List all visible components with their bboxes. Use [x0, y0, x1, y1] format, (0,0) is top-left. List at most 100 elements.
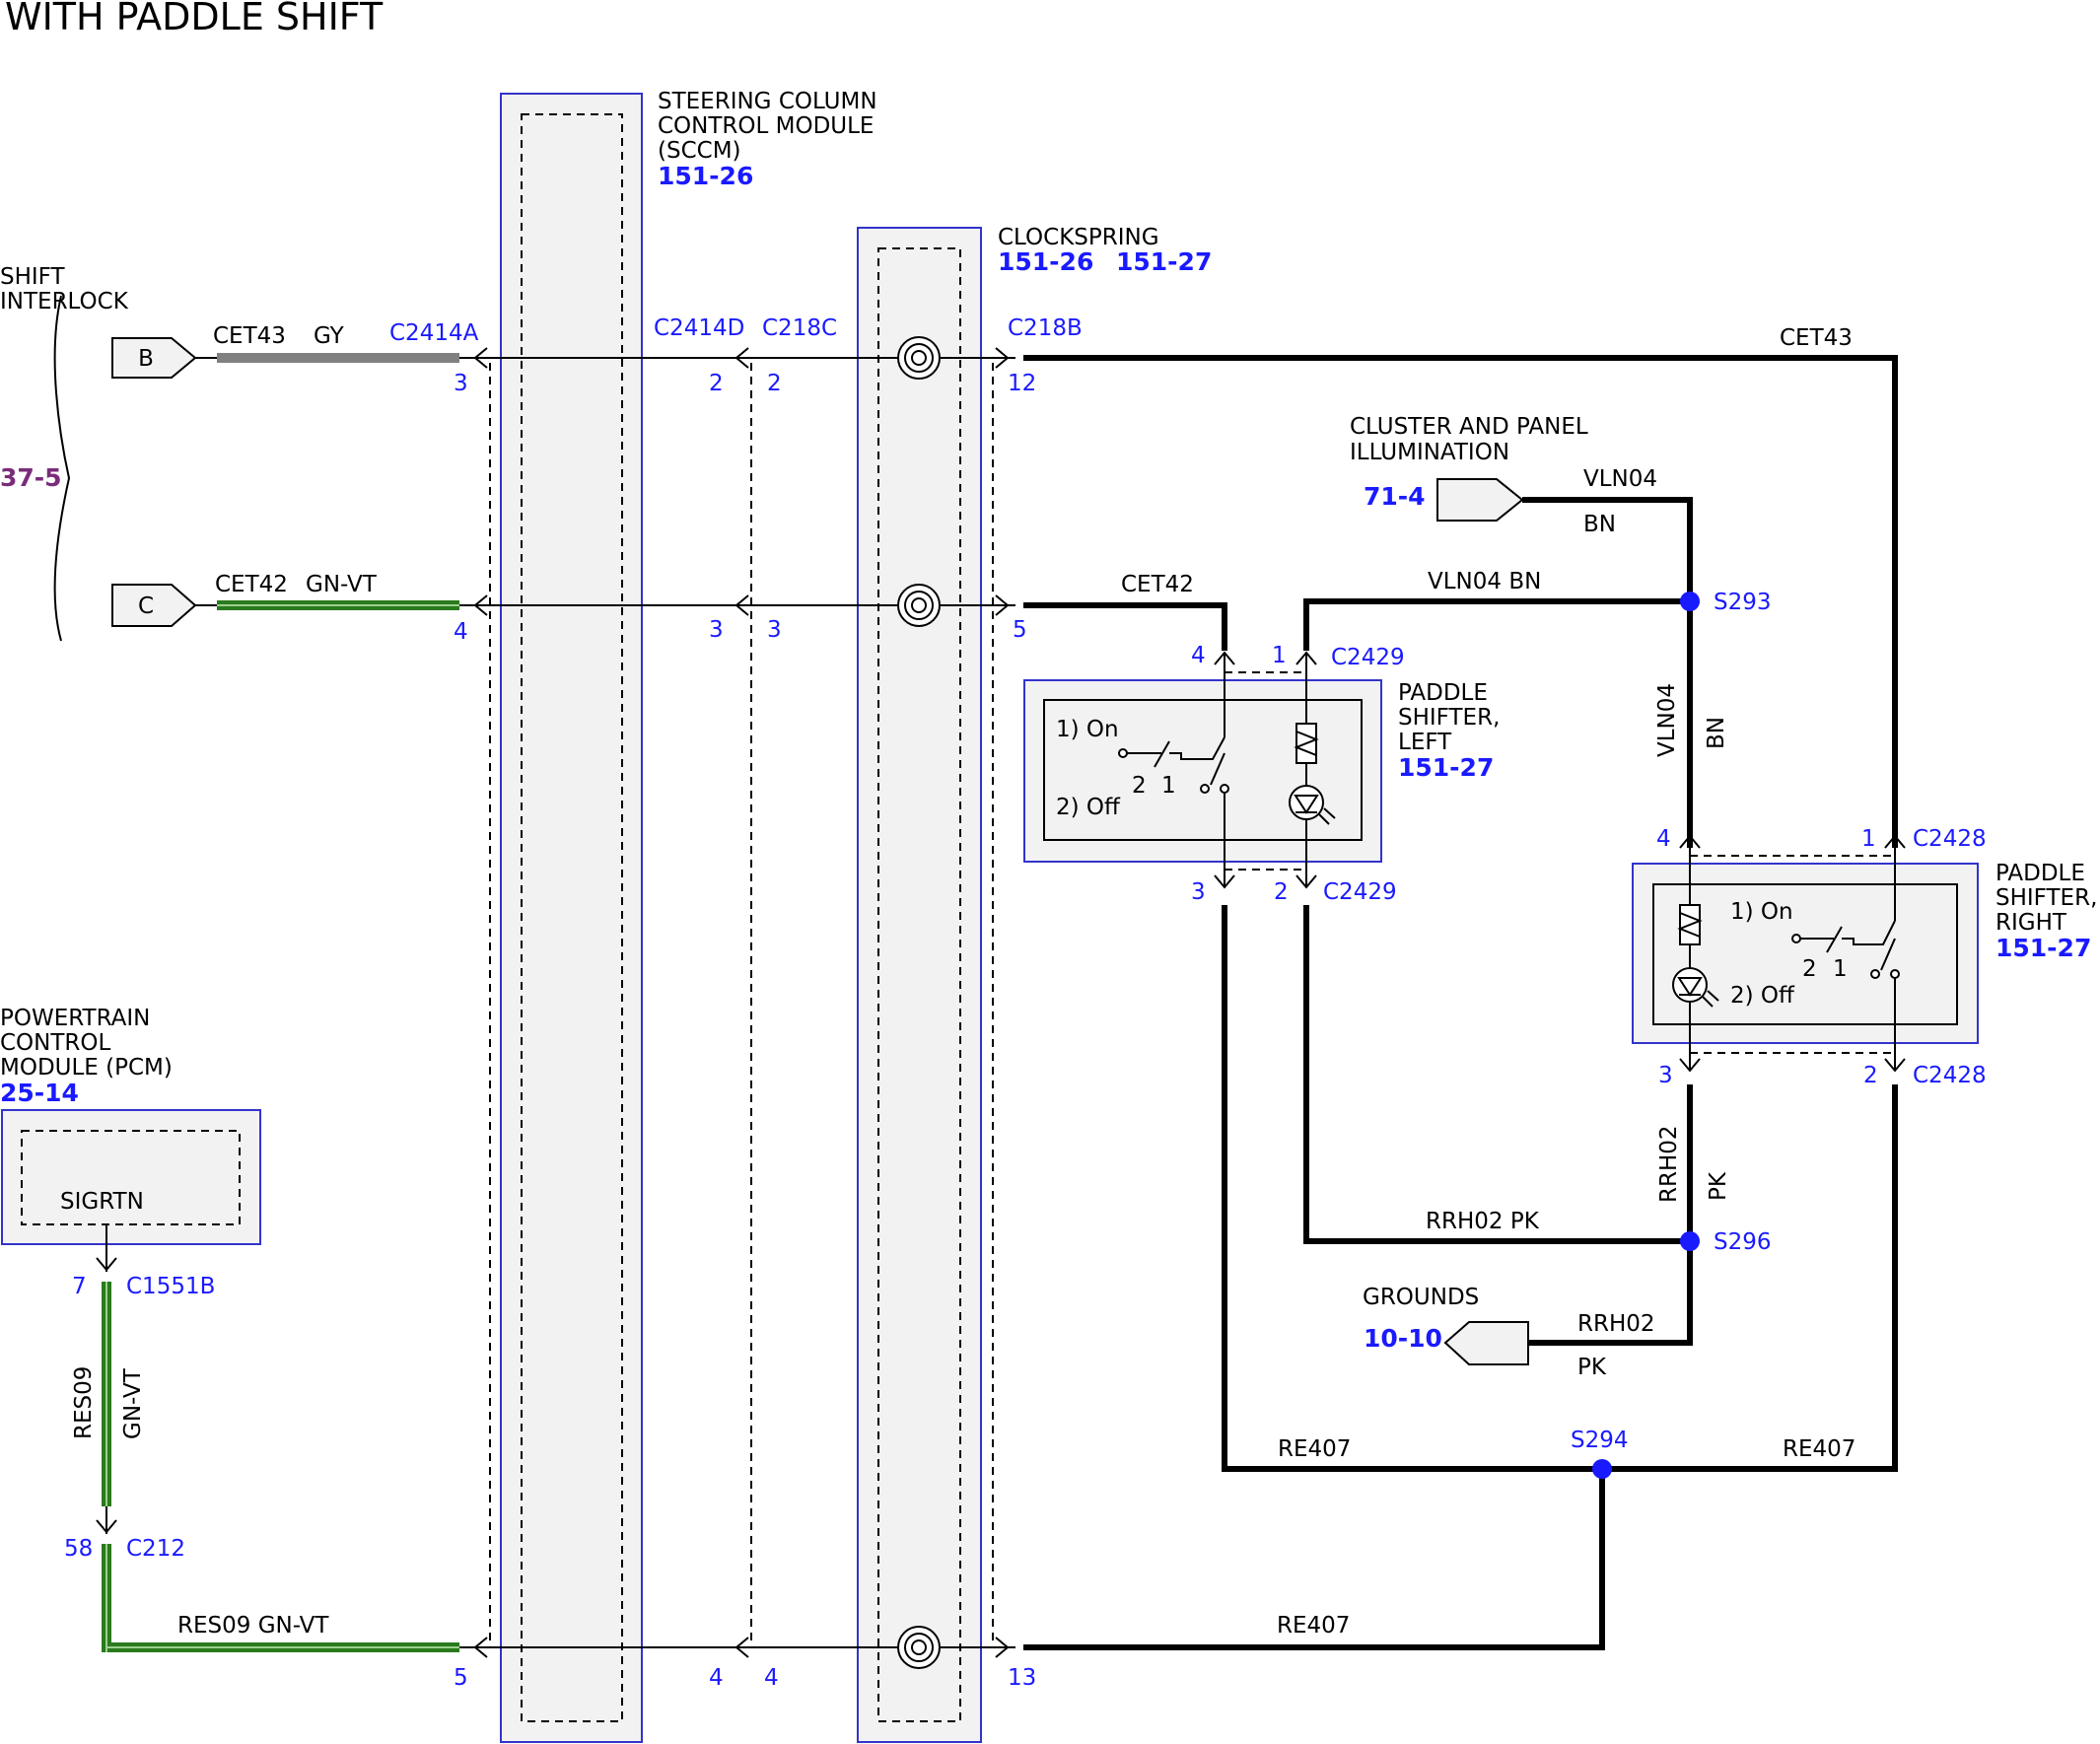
shift-interlock-ref-link[interactable]: 37-5	[0, 463, 62, 492]
pin-left-2: 2	[1274, 879, 1289, 905]
arrow-icon	[995, 594, 1010, 616]
connector-c212[interactable]: C212	[126, 1536, 185, 1562]
connector-c2428-bottom[interactable]: C2428	[1913, 1063, 1987, 1088]
paddle-left-ref-link[interactable]: 151-27	[1398, 753, 1494, 782]
pcm-ref-link[interactable]: 25-14	[0, 1079, 79, 1107]
paddle-right-name-1: PADDLE	[1995, 861, 2085, 886]
wire-rrh02-pk[interactable]	[1303, 905, 1690, 1244]
connector-c218c[interactable]: C218C	[762, 315, 837, 341]
paddle-right-sw2: 2	[1802, 956, 1817, 982]
wire-re407[interactable]	[1222, 905, 1898, 1472]
connector-c218b[interactable]: C218B	[1008, 315, 1083, 341]
wire-label-rrh02-vert: RRH02	[1656, 1125, 1682, 1203]
pin-c218b-5: 5	[1013, 617, 1027, 643]
clockspring-name: CLOCKSPRING	[998, 225, 1159, 250]
wire-rrh02[interactable]	[1548, 1084, 1693, 1346]
clockspring-ref1-link[interactable]: 151-26	[998, 247, 1093, 276]
splice-s294[interactable]	[1592, 1459, 1612, 1479]
cluster-illum-name-1: CLUSTER AND PANEL	[1350, 414, 1588, 440]
shift-interlock-name-1: SHIFT	[0, 264, 66, 290]
wire-cet42-right[interactable]	[1023, 602, 1227, 651]
connector-c2428-top[interactable]: C2428	[1913, 826, 1987, 852]
paddle-left-sw1: 1	[1161, 773, 1176, 799]
wire-label-vln04-vert: VLN04	[1654, 683, 1680, 757]
arrow-icon	[473, 1637, 488, 1658]
wire-label-vln04-bn: VLN04 BN	[1428, 569, 1541, 594]
sccm-name-2: CONTROL MODULE	[658, 113, 874, 139]
shift-interlock-brace	[53, 295, 71, 642]
paddle-shifter-right[interactable]	[1632, 863, 1979, 1044]
wire-label-re407-right: RE407	[1783, 1436, 1855, 1462]
shift-interlock-pin-c[interactable]: C	[111, 584, 197, 627]
wire-label-rrh02-gnd: RRH02	[1577, 1311, 1655, 1337]
pin-c2414d-2: 2	[709, 371, 724, 396]
splice-s296[interactable]	[1680, 1231, 1700, 1251]
arrow-icon	[96, 1519, 117, 1534]
wire-label-re407-left: RE407	[1278, 1436, 1351, 1462]
wire-label-pk-gnd: PK	[1577, 1355, 1607, 1380]
paddle-left-name-3: LEFT	[1398, 730, 1452, 755]
paddle-right-on-label: 1) On	[1730, 899, 1793, 925]
grounds-name: GROUNDS	[1363, 1285, 1479, 1310]
switch-icon	[1791, 866, 1900, 1051]
wire-label-cet43: CET43	[213, 323, 286, 349]
pin-c218b-12: 12	[1008, 371, 1036, 396]
switch-icon	[1118, 682, 1229, 868]
pin-c2414d-3: 3	[709, 617, 724, 643]
pcm-name-1: POWERTRAIN	[0, 1006, 150, 1031]
cluster-illum-name-2: ILLUMINATION	[1350, 440, 1509, 465]
paddle-right-name-2: SHIFTER,	[1995, 885, 2097, 911]
pcm-name-2: CONTROL	[0, 1030, 111, 1056]
wire-label-gnvt-vert: GN-VT	[120, 1367, 146, 1439]
splice-s293[interactable]	[1680, 592, 1700, 611]
splice-label-s293: S293	[1714, 590, 1772, 615]
svg-text:C: C	[138, 593, 154, 619]
connector-c1551b[interactable]: C1551B	[126, 1274, 215, 1299]
clockspring-coil-icon	[897, 1626, 941, 1669]
wire-label-rrh02-pk: RRH02 PK	[1426, 1209, 1540, 1234]
connector-c2429-top[interactable]: C2429	[1331, 645, 1405, 670]
wire-label-cet43-right: CET43	[1780, 325, 1853, 351]
sccm-module[interactable]	[500, 93, 643, 1743]
grounds-connector[interactable]	[1443, 1321, 1529, 1365]
clockspring-coil-icon	[897, 336, 941, 380]
wire-label-re407-bottom: RE407	[1277, 1613, 1350, 1639]
clockspring-ref2-link[interactable]: 151-27	[1116, 247, 1212, 276]
connector-c2414d[interactable]: C2414D	[654, 315, 744, 341]
sccm-ref-link[interactable]: 151-26	[658, 162, 753, 190]
wire-vln04-bn[interactable]	[1303, 598, 1690, 651]
wire-vln04[interactable]	[1522, 497, 1693, 848]
wire-label-res09-gnvt: RES09 GN-VT	[177, 1613, 329, 1639]
wire-re407-bottom[interactable]	[1023, 1469, 1605, 1650]
cluster-illum-connector[interactable]	[1436, 478, 1524, 522]
pin-c218b-13: 13	[1008, 1665, 1036, 1691]
splice-label-s296: S296	[1714, 1229, 1772, 1255]
pin-left-3: 3	[1191, 879, 1206, 905]
paddle-right-sw1: 1	[1833, 956, 1848, 982]
arrow-icon	[995, 1637, 1010, 1658]
wire-label-vln04: VLN04	[1583, 466, 1657, 492]
shift-interlock-pin-b[interactable]: B	[111, 337, 197, 379]
pcm-name-3: MODULE (PCM)	[0, 1055, 173, 1081]
pin-c218c-3: 3	[767, 617, 782, 643]
connector-c2429-bottom[interactable]: C2429	[1323, 879, 1397, 905]
paddle-right-ref-link[interactable]: 151-27	[1995, 934, 2091, 962]
clockspring-module[interactable]	[857, 227, 982, 1743]
grounds-ref-link[interactable]: 10-10	[1364, 1324, 1442, 1353]
connector-c2414a[interactable]: C2414A	[389, 320, 479, 346]
wire-cet43-right[interactable]	[1023, 355, 1898, 848]
wire-label-cet42-right: CET42	[1121, 572, 1194, 597]
pcm-module[interactable]	[1, 1109, 261, 1245]
pin-right-4: 4	[1656, 826, 1671, 852]
diagram-title: WITH PADDLE SHIFT	[5, 0, 384, 38]
paddle-shifter-left[interactable]	[1023, 679, 1382, 863]
paddle-right-name-3: RIGHT	[1995, 910, 2067, 936]
pin-c1551b-7: 7	[72, 1274, 87, 1299]
pin-c2414d-4: 4	[709, 1665, 724, 1691]
arrow-icon	[735, 594, 749, 616]
paddle-left-name-2: SHIFTER,	[1398, 705, 1500, 731]
bulb-icon	[1672, 866, 1719, 1051]
arrow-icon	[735, 347, 749, 369]
cluster-illum-ref-link[interactable]: 71-4	[1364, 482, 1426, 511]
